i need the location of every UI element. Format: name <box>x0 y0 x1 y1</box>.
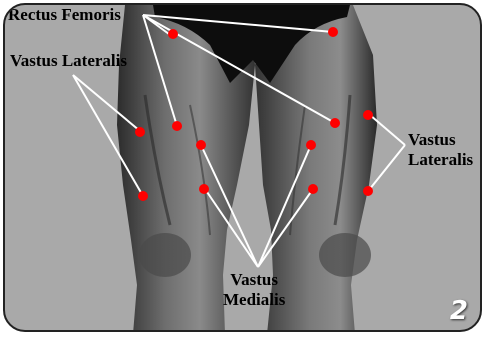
marker-vl-left-top <box>135 127 145 137</box>
vastus-medialis-line1: Vastus <box>223 270 285 290</box>
marker-rf-right-top <box>328 27 338 37</box>
marker-rf-right-low <box>330 118 340 128</box>
marker-vl-left-low <box>138 191 148 201</box>
rectus-femoris-label: Rectus Femoris <box>8 5 121 25</box>
marker-vm-right-top <box>306 140 316 150</box>
vastus-medialis-label: Vastus Medialis <box>223 270 285 310</box>
figure-number: 2 <box>450 296 468 326</box>
vastus-lateralis-right-line1: Vastus <box>408 130 473 150</box>
figure-frame: Rectus Femoris Vastus Lateralis Vastus L… <box>3 3 482 332</box>
marker-vm-right-low <box>308 184 318 194</box>
vastus-lateralis-left-label: Vastus Lateralis <box>10 51 127 71</box>
marker-vm-left-top <box>196 140 206 150</box>
vastus-lateralis-right-label: Vastus Lateralis <box>408 130 473 170</box>
vastus-lateralis-right-line2: Lateralis <box>408 150 473 170</box>
vastus-medialis-line2: Medialis <box>223 290 285 310</box>
marker-vl-right-low <box>363 186 373 196</box>
marker-rf-left-top <box>168 29 178 39</box>
marker-vl-right-top <box>363 110 373 120</box>
marker-vm-left-low <box>199 184 209 194</box>
marker-rf-left-low <box>172 121 182 131</box>
